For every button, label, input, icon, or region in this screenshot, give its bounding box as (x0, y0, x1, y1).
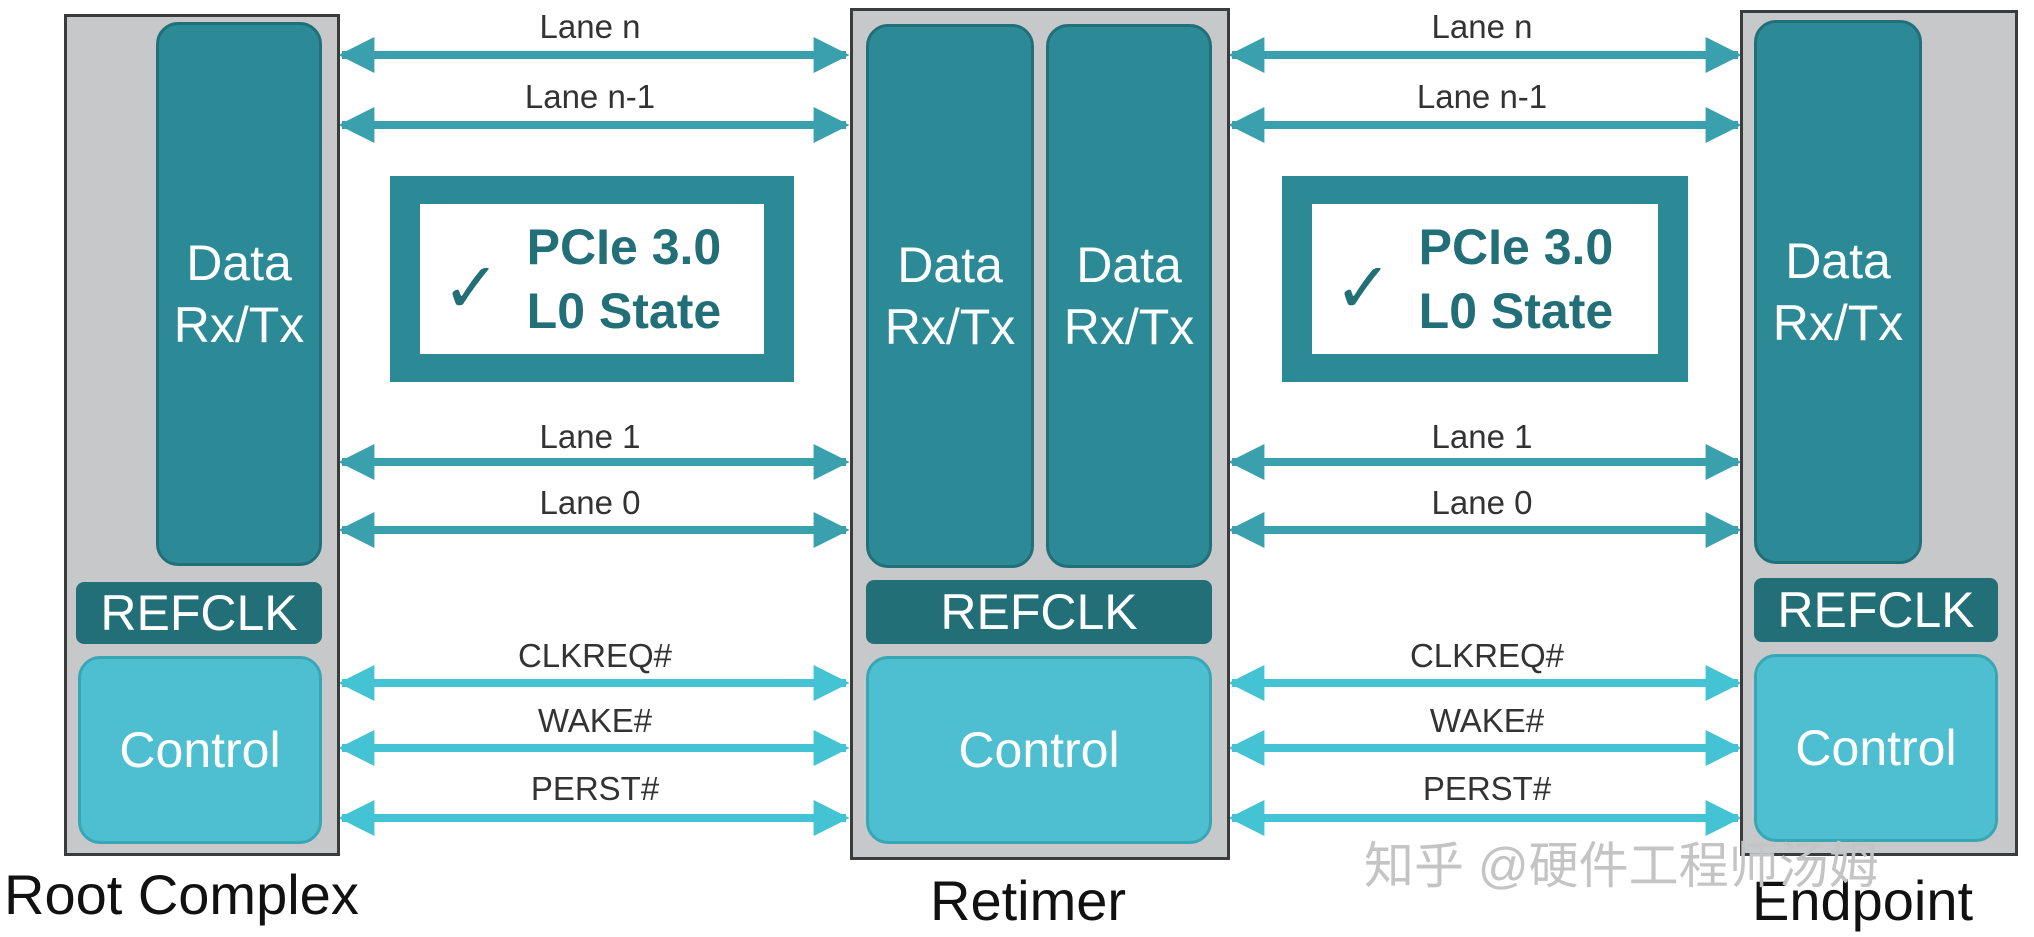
data-label: Data (186, 235, 292, 291)
pcie-state-box-left: ✓ PCIe 3.0 L0 State (390, 176, 794, 382)
pcie-state-box-right: ✓ PCIe 3.0 L0 State (1282, 176, 1688, 382)
retimer-label: Retimer (930, 869, 1127, 932)
pcie-state-text: PCIe 3.0 L0 State (1419, 215, 1614, 343)
retimer-data-rxtx-right: Data Rx/Tx (1046, 24, 1212, 568)
endpoint-label: Endpoint (1752, 869, 1974, 932)
rxtx-label: Rx/Tx (1772, 295, 1904, 351)
pcie-state-box-inner: ✓ PCIe 3.0 L0 State (420, 204, 764, 354)
lane-n-label-left: Lane n (539, 8, 641, 45)
check-icon: ✓ (442, 247, 501, 329)
lane-0-label-left: Lane 0 (539, 484, 641, 521)
link-state: L0 State (1418, 283, 1614, 339)
pcie-version: PCIe 3.0 (1418, 219, 1614, 275)
retimer-control: Control (866, 656, 1212, 844)
retimer-refclk: REFCLK (866, 580, 1212, 644)
pcie-state-text: PCIe 3.0 L0 State (527, 215, 722, 343)
root-complex-data-rxtx: Data Rx/Tx (156, 22, 322, 566)
lane-1-label-left: Lane 1 (539, 418, 641, 455)
data-label: Data (1076, 237, 1182, 293)
lane-n-label-right: Lane n (1431, 8, 1533, 45)
data-label: Data (1785, 233, 1891, 289)
check-icon: ✓ (1334, 247, 1393, 329)
lane-n-1-label-left: Lane n-1 (524, 78, 656, 115)
lane-0-label-right: Lane 0 (1431, 484, 1533, 521)
endpoint-data-rxtx: Data Rx/Tx (1754, 20, 1922, 564)
lane-1-label-right: Lane 1 (1431, 418, 1533, 455)
wake-label-left: WAKE# (537, 702, 653, 739)
clkreq-label-left: CLKREQ# (517, 637, 673, 674)
perst-label-left: PERST# (530, 770, 660, 807)
data-label: Data (897, 237, 1003, 293)
root-complex-label: Root Complex (4, 863, 359, 926)
rxtx-label: Rx/Tx (173, 297, 305, 353)
rxtx-label: Rx/Tx (1063, 299, 1195, 355)
root-complex-control: Control (78, 656, 322, 844)
retimer-data-rxtx-left: Data Rx/Tx (866, 24, 1034, 568)
endpoint-control: Control (1754, 654, 1998, 842)
lane-n-1-label-right: Lane n-1 (1416, 78, 1548, 115)
pcie-state-box-inner: ✓ PCIe 3.0 L0 State (1312, 204, 1658, 354)
clkreq-label-right: CLKREQ# (1409, 637, 1565, 674)
rxtx-label: Rx/Tx (884, 299, 1016, 355)
link-state: L0 State (526, 283, 722, 339)
perst-label-right: PERST# (1422, 770, 1552, 807)
pcie-version: PCIe 3.0 (526, 219, 722, 275)
root-complex-refclk: REFCLK (76, 582, 322, 644)
wake-label-right: WAKE# (1429, 702, 1545, 739)
watermark: 知乎 @硬件工程师汤姆 (1364, 838, 1879, 894)
endpoint-refclk: REFCLK (1754, 578, 1998, 642)
